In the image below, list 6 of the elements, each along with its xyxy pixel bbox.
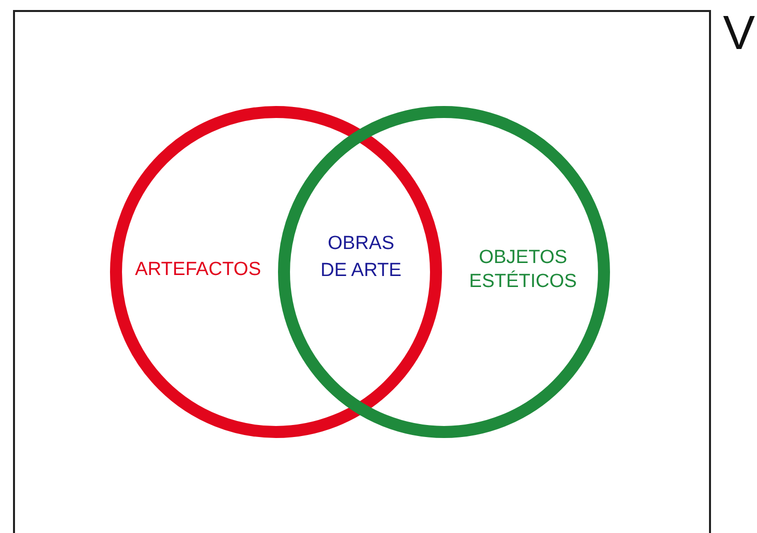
venn-circle: [278, 106, 610, 438]
set-label: OBJETOS ESTÉTICOS: [468, 246, 578, 294]
set-label: ARTEFACTOS: [134, 258, 262, 282]
heading-letter: V: [722, 6, 756, 62]
venn-circle: [110, 106, 442, 438]
intersection-label: OBRAS DE ARTE: [320, 232, 402, 283]
